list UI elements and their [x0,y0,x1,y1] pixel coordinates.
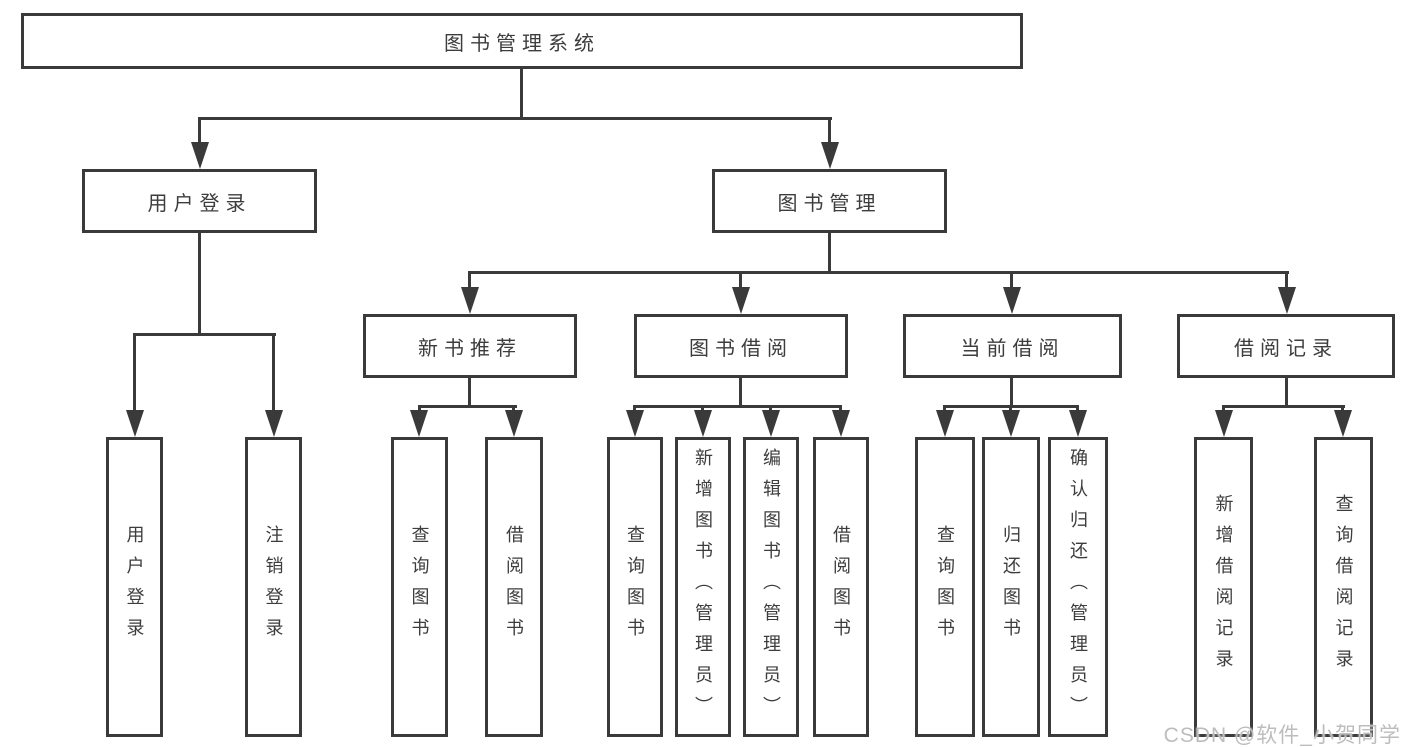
node-user-login-label: 用户登录 [147,192,252,215]
leaf-recommend-borrow-books-label: 借阅图书 [504,525,524,649]
leaf-recommend-query-books: 查询图书 [391,437,448,737]
leaf-current-confirm-return-admin-label: 确认归还（管理员） [1068,447,1088,727]
connector-line [633,405,636,413]
node-root: 图书管理系统 [21,13,1023,69]
arrow-down-icon [1215,410,1233,437]
leaf-current-confirm-return-admin: 确认归还（管理员） [1048,437,1108,737]
leaf-records-query-borrow-record-label: 查询借阅记录 [1333,494,1354,680]
arrow-down-icon [191,142,209,169]
connector-line [468,271,471,291]
connector-line [839,405,842,413]
arrow-down-icon [762,410,780,437]
node-book-borrowing-label: 图书借阅 [689,337,793,360]
connector-line [133,333,276,336]
leaf-borrowing-borrow-books-label: 借阅图书 [831,525,851,649]
leaf-logout-label: 注销登录 [263,525,284,649]
arrow-down-icon [1334,410,1352,437]
connector-line [943,405,946,413]
node-new-book-recommend: 新书推荐 [363,314,577,378]
node-book-management-label: 图书管理 [777,192,882,215]
arrow-down-icon [461,287,479,314]
connector-line [418,405,517,408]
connector-line [739,271,742,291]
connector-line [828,233,831,274]
arrow-down-icon [821,142,839,169]
connector-line [1285,378,1288,408]
connector-line [133,333,136,413]
connector-line [520,68,523,119]
leaf-recommend-query-books-label: 查询图书 [409,525,430,649]
connector-line [634,405,842,408]
csdn-watermark: CSDN @软件_小贺同学 [1163,724,1401,747]
connector-line [739,378,742,408]
leaf-borrowing-add-books-admin: 新增图书（管理员） [675,437,731,737]
connector-line [1341,405,1344,413]
node-book-management: 图书管理 [712,169,947,233]
leaf-borrowing-add-books-admin-label: 新增图书（管理员） [693,447,713,727]
connector-line [1009,405,1012,413]
connector-line [1010,271,1013,291]
leaf-borrowing-edit-books-admin-label: 编辑图书（管理员） [761,447,781,727]
node-borrowing-records-label: 借阅记录 [1234,337,1338,360]
arrow-down-icon [1003,287,1021,314]
arrow-down-icon [505,410,523,437]
leaf-current-query-books: 查询图书 [915,437,975,737]
node-root-label: 图书管理系统 [444,32,600,55]
connector-line [701,405,704,413]
leaf-records-query-borrow-record: 查询借阅记录 [1314,437,1373,737]
leaf-current-return-books: 归还图书 [982,437,1040,737]
connector-line [828,117,831,145]
connector-line [1223,405,1345,408]
leaf-borrowing-edit-books-admin: 编辑图书（管理员） [743,437,799,737]
leaf-records-add-borrow-record: 新增借阅记录 [1194,437,1253,737]
arrow-down-icon [410,410,428,437]
node-borrowing-records: 借阅记录 [1177,314,1395,378]
connector-line [198,117,832,120]
leaf-logout: 注销登录 [245,437,302,737]
arrow-down-icon [936,410,954,437]
arrow-down-icon [832,410,850,437]
leaf-user-login: 用户登录 [106,437,163,737]
connector-line [198,117,201,145]
arrow-down-icon [732,287,750,314]
connector-line [469,271,1289,274]
connector-line [512,405,515,413]
connector-line [1285,271,1288,291]
leaf-recommend-borrow-books: 借阅图书 [485,437,543,737]
leaf-borrowing-query-books-label: 查询图书 [625,525,645,649]
leaf-borrowing-query-books: 查询图书 [607,437,663,737]
leaf-borrowing-borrow-books: 借阅图书 [813,437,869,737]
leaf-records-add-borrow-record-label: 新增借阅记录 [1213,494,1234,680]
arrow-down-icon [265,410,283,437]
connector-line [1010,378,1013,408]
arrow-down-icon [1069,410,1087,437]
connector-line [272,333,275,413]
arrow-down-icon [626,410,644,437]
node-book-borrowing: 图书借阅 [634,314,848,378]
leaf-user-login-label: 用户登录 [124,525,145,649]
node-current-borrowing: 当前借阅 [903,314,1122,378]
connector-line [418,405,421,413]
connector-line [198,233,201,335]
node-new-book-recommend-label: 新书推荐 [418,337,522,360]
leaf-current-return-books-label: 归还图书 [1001,525,1021,649]
node-user-login: 用户登录 [82,169,317,233]
arrow-down-icon [1002,410,1020,437]
arrow-down-icon [694,410,712,437]
arrow-down-icon [1278,287,1296,314]
connector-line [1076,405,1079,413]
node-current-borrowing-label: 当前借阅 [960,337,1065,360]
connector-line [769,405,772,413]
connector-line [1222,405,1225,413]
arrow-down-icon [126,410,144,437]
leaf-current-query-books-label: 查询图书 [935,525,955,649]
connector-line [468,378,471,408]
